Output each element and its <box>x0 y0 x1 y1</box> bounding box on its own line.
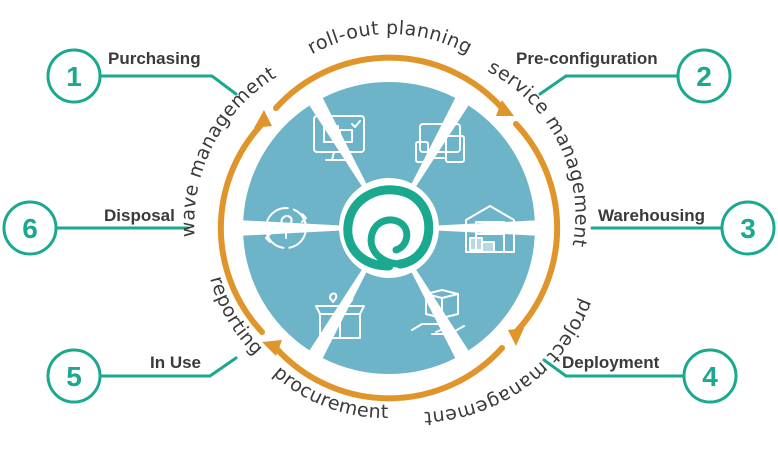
ring-arc-top <box>273 54 505 111</box>
step-2-badge <box>676 48 732 104</box>
step-5-label: In Use <box>150 353 201 372</box>
step-5-number: 5 <box>66 361 82 392</box>
arrowhead-bottom <box>262 340 282 356</box>
delivery-box-hand-icon <box>411 289 465 335</box>
connector-2 <box>538 74 680 96</box>
step-1-number: 1 <box>66 61 82 92</box>
step-1-label: Purchasing <box>108 49 201 68</box>
segment-bottom-right <box>322 272 456 375</box>
connector-5 <box>96 356 238 378</box>
arrowhead-top <box>496 100 514 116</box>
spiral-logo-icon <box>343 185 434 271</box>
step-2: 2 Pre-configuration <box>516 48 732 104</box>
ring-label-top: roll-out planning <box>304 17 476 59</box>
center-hub <box>341 180 437 276</box>
connector-4 <box>542 358 688 378</box>
ring-arc-left <box>217 121 265 335</box>
segment-top-right <box>416 105 535 226</box>
segment-bottom-left <box>243 230 362 351</box>
segment-top-left <box>322 82 456 184</box>
step-3-label: Warehousing <box>598 206 705 225</box>
process-ring <box>217 54 561 402</box>
step-6-badge <box>2 200 58 256</box>
step-6: 6 Disposal <box>2 200 175 256</box>
devices-icon <box>415 123 465 163</box>
step-3-number: 3 <box>740 213 756 244</box>
step-3-badge <box>720 200 776 256</box>
ring-arc-right <box>513 121 561 335</box>
segment-right <box>416 230 535 351</box>
step-5: 5 In Use <box>46 348 201 404</box>
warehouse-icon <box>465 205 515 253</box>
step-1: 1 Purchasing <box>46 48 201 104</box>
step-4-label: Deployment <box>562 353 660 372</box>
segment-left <box>243 105 362 226</box>
computer-shopping-icon <box>313 115 365 161</box>
step-4-badge <box>682 348 738 404</box>
center-hub-disc <box>341 180 437 276</box>
step-6-label: Disposal <box>104 206 175 225</box>
step-2-number: 2 <box>696 61 712 92</box>
step-1-badge <box>46 48 102 104</box>
step-3: 3 Warehousing <box>598 200 776 256</box>
step-5-badge <box>46 348 102 404</box>
segment-icons <box>265 115 515 339</box>
step-2-label: Pre-configuration <box>516 49 658 68</box>
connector-lines <box>50 74 728 378</box>
ring-arrowheads <box>254 100 524 356</box>
arrowhead-right <box>508 328 524 346</box>
step-4-number: 4 <box>702 361 718 392</box>
open-box-hearts-icon <box>315 292 365 339</box>
arrowhead-left <box>254 110 272 128</box>
wheel-segments <box>243 82 535 375</box>
step-4: 4 Deployment <box>562 348 738 404</box>
recycle-icon <box>265 207 307 249</box>
step-6-number: 6 <box>22 213 38 244</box>
ring-arc-bottom <box>273 345 505 402</box>
connector-1 <box>98 74 238 96</box>
